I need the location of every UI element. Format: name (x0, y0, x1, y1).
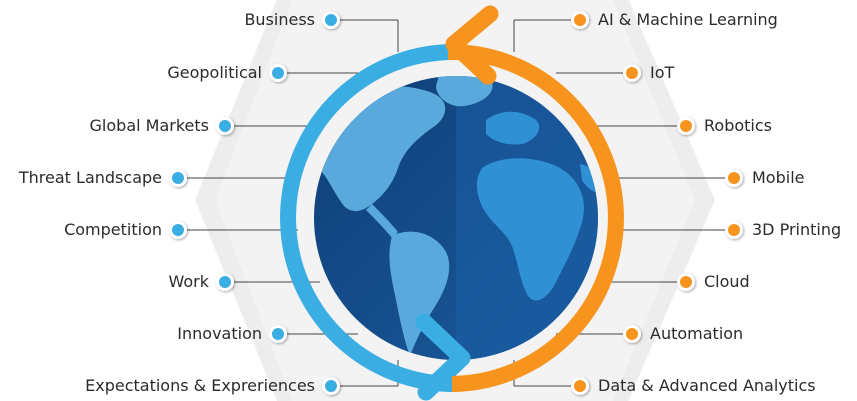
right-dot-cloud (677, 273, 695, 291)
right-dot-iot (623, 64, 641, 82)
connector-dots (169, 11, 743, 395)
right-dot-robotics (677, 117, 695, 135)
right-label-iot: IoT (650, 63, 675, 82)
left-label-global-markets: Global Markets (89, 116, 209, 135)
left-label-innovation: Innovation (177, 324, 262, 343)
left-dot-threat-landscape (169, 169, 187, 187)
left-label-expectations-and-expreriences: Expectations & Expreriences (85, 376, 315, 395)
left-label-geopolitical: Geopolitical (167, 63, 262, 82)
globe-icon (314, 76, 598, 360)
left-dot-innovation (269, 325, 287, 343)
right-label-mobile: Mobile (752, 168, 805, 187)
left-label-work: Work (168, 272, 209, 291)
left-label-competition: Competition (64, 220, 162, 239)
right-label-automation: Automation (650, 324, 744, 343)
blue-cycle-arrow (280, 44, 471, 401)
right-dot-data-and-advanced-analytics (571, 377, 589, 395)
right-label-data-and-advanced-analytics: Data & Advanced Analytics (598, 376, 816, 395)
left-label-threat-landscape: Threat Landscape (18, 168, 162, 187)
right-dot-ai-and-machine-learning (571, 11, 589, 29)
right-dot-automation (623, 325, 641, 343)
right-dot-mobile (725, 169, 743, 187)
left-dot-business (322, 11, 340, 29)
left-dot-competition (169, 221, 187, 239)
right-label-robotics: Robotics (704, 116, 772, 135)
left-dot-geopolitical (269, 64, 287, 82)
left-dot-expectations-and-expreriences (322, 377, 340, 395)
orange-cycle-arrow (445, 5, 624, 392)
right-label-3d-printing: 3D Printing (752, 220, 842, 239)
right-dot-3d-printing (725, 221, 743, 239)
left-label-business: Business (244, 10, 315, 29)
right-label-ai-and-machine-learning: AI & Machine Learning (598, 10, 778, 29)
left-dot-global-markets (216, 117, 234, 135)
right-label-cloud: Cloud (704, 272, 750, 291)
left-dot-work (216, 273, 234, 291)
